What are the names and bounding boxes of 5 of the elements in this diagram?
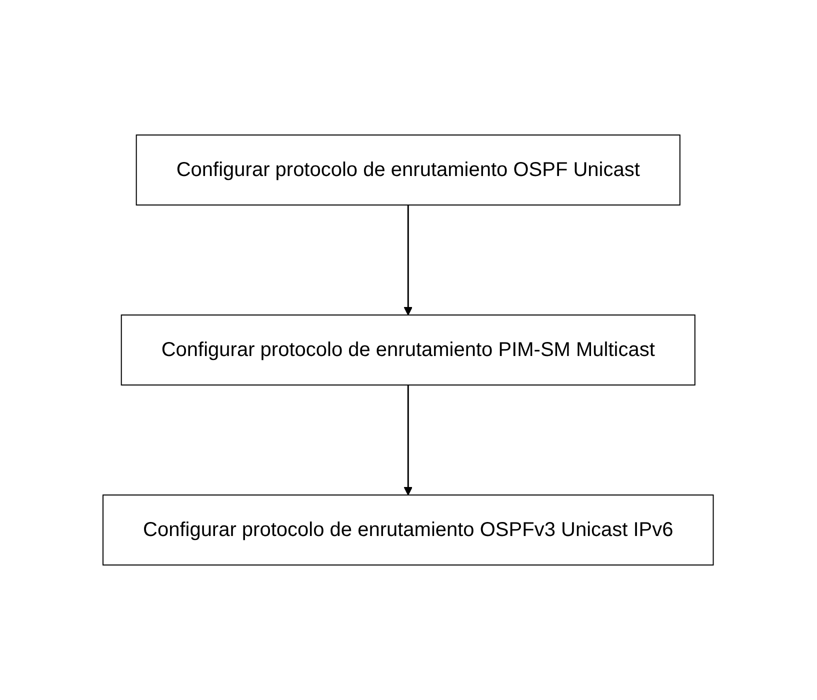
node-box: Configurar protocolo de enrutamiento OSPFv3 Unicast IPv6 [102,494,714,566]
arrow [404,205,413,316]
node-box: Configurar protocolo de enrutamiento PIM-SM Multicast [121,314,696,386]
arrow [404,385,413,496]
node-box: Configurar protocolo de enrutamiento OSPF Unicast [136,134,681,206]
